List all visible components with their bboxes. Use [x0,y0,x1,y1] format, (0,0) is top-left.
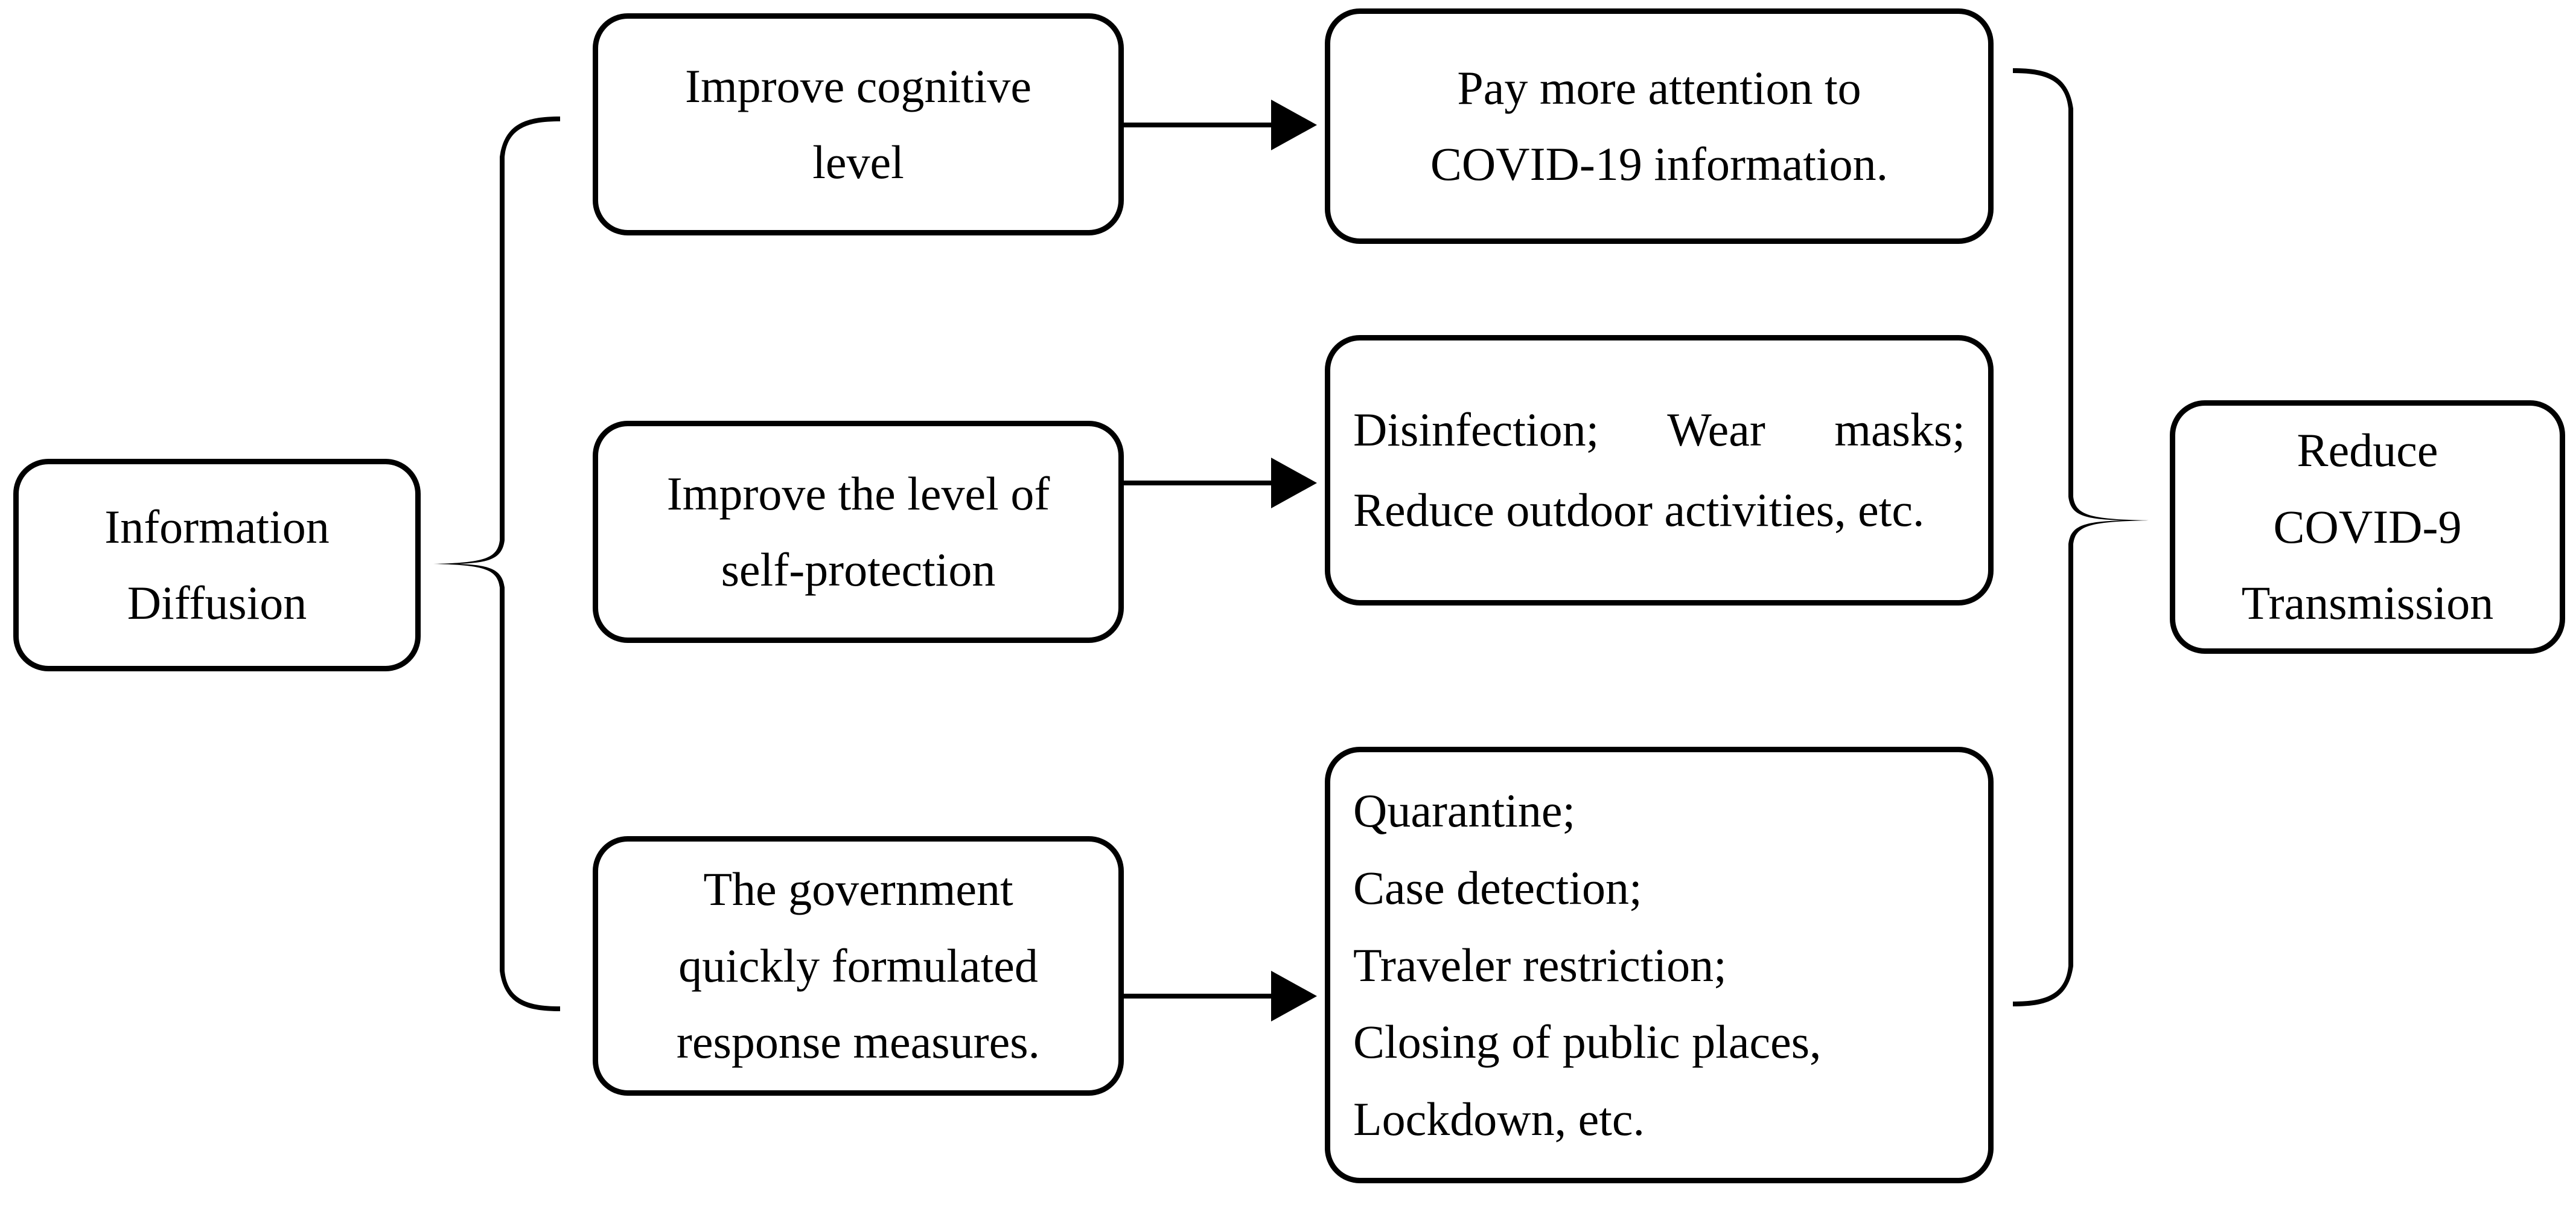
node-improve-self-protection-label: Improve the level of self-protection [666,467,1050,596]
node-information-diffusion-label: Information Diffusion [104,500,330,629]
node-information-diffusion[interactable]: Information Diffusion [13,459,421,671]
node-protection-measures-label: Disinfection; Wear masks; Reduce outdoor… [1353,403,1965,536]
arrow-protection-to-measures [1124,458,1317,508]
node-government-actions-label: Quarantine; Case detection; Traveler res… [1353,784,1822,1146]
node-pay-attention-label: Pay more attention to COVID-19 informati… [1430,61,1889,190]
node-government-measures-label: The government quickly formulated respon… [676,863,1041,1069]
node-protection-measures[interactable]: Disinfection; Wear masks; Reduce outdoor… [1325,335,1994,606]
arrow-government-to-actions [1124,971,1317,1021]
node-improve-cognitive-level-label: Improve cognitive level [685,59,1031,188]
node-government-measures[interactable]: The government quickly formulated respon… [593,836,1124,1096]
right-curly-brace [2013,68,2149,1006]
node-reduce-transmission[interactable]: Reduce COVID-9 Transmission [2170,400,2565,654]
node-pay-attention[interactable]: Pay more attention to COVID-19 informati… [1325,8,1994,244]
node-improve-self-protection[interactable]: Improve the level of self-protection [593,421,1124,643]
node-reduce-transmission-label: Reduce COVID-9 Transmission [2241,424,2494,630]
node-improve-cognitive-level[interactable]: Improve cognitive level [593,13,1124,235]
node-government-actions[interactable]: Quarantine; Case detection; Traveler res… [1325,747,1994,1183]
left-curly-brace [433,117,560,1011]
arrow-cognitive-to-attention [1124,100,1317,150]
